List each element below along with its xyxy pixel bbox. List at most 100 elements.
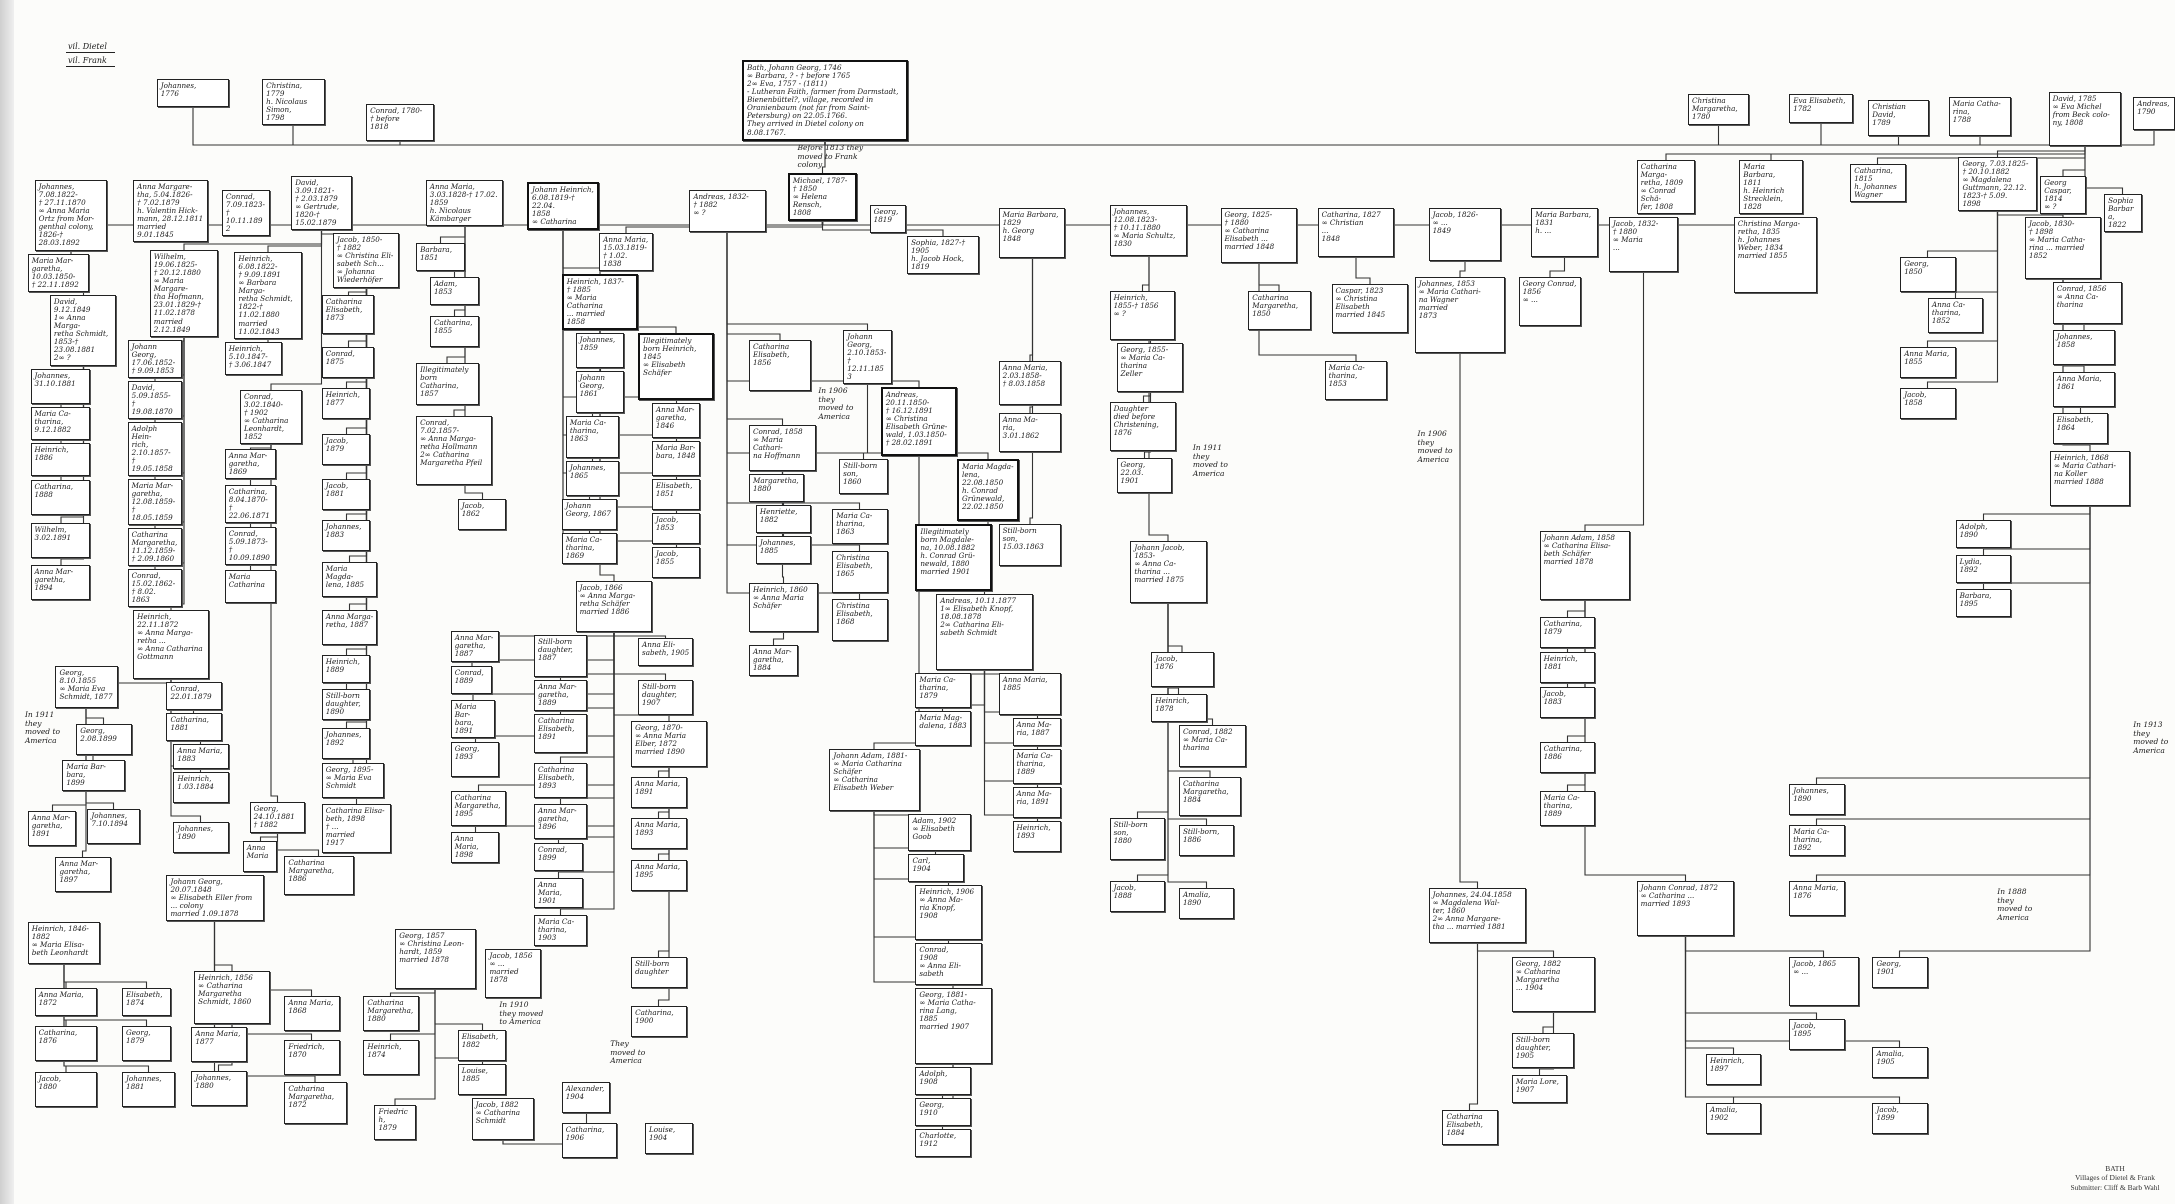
connector-line bbox=[434, 989, 484, 1030]
person-box: Maria Ca- tharina, 9.12.1882 bbox=[30, 407, 91, 441]
connector-line bbox=[345, 288, 368, 655]
person-box: Elisabeth, 1874 bbox=[122, 988, 171, 1016]
person-box: Catharina, 1888 bbox=[30, 480, 91, 515]
person-box: Johannes, 1880 bbox=[191, 1071, 247, 1106]
person-box: David, 1785 ∞ Eva Michel from Beck colo-… bbox=[2048, 92, 2121, 147]
person-box: Anna Maria, 1895 bbox=[631, 860, 687, 891]
person-box: Catharina Margaretha, 1872 bbox=[284, 1082, 347, 1124]
person-box: Johannes, 1858 bbox=[2052, 330, 2116, 365]
connector-line bbox=[559, 632, 615, 915]
person-box: Still-born son, 1860 bbox=[839, 459, 888, 494]
person-box: Conrad, 1882 ∞ Maria Ca- tharina bbox=[1178, 725, 1246, 767]
person-box: Jacob, 1881 bbox=[321, 479, 371, 510]
person-box: Jacob, 1855 bbox=[651, 547, 701, 578]
connector-line bbox=[821, 141, 826, 173]
person-box: Conrad, 1858 ∞ Maria Cathari- na Hoffman… bbox=[748, 425, 816, 471]
connector-line bbox=[347, 288, 368, 295]
person-box: Johann Georg, 1867 bbox=[561, 499, 618, 530]
person-box: Johann Georg, 20.07.1848 ∞ Elisabeth Ell… bbox=[166, 875, 264, 922]
connector-line bbox=[1584, 600, 1687, 881]
person-box: Conrad, 3.02.1840- † 1902 ∞ Catharina Le… bbox=[239, 390, 303, 445]
person-box: Heinrich, 1868 ∞ Maria Cathari- na Kolle… bbox=[2049, 451, 2131, 507]
person-box: Maria Catharina bbox=[224, 570, 276, 604]
person-box: Catharina Margaretha, 1886 bbox=[284, 856, 354, 895]
person-box: Catharina Elisa- beth, 1898 † ... marrie… bbox=[321, 804, 392, 853]
person-box: Georg, 1910 bbox=[915, 1098, 971, 1126]
person-box: Anna Mar- garetha, 1869 bbox=[224, 449, 276, 480]
person-box: Johann Georg, 1861 bbox=[575, 371, 625, 413]
person-box: Christian David, 1789 bbox=[1868, 100, 1930, 137]
person-box: Conrad, 1889 bbox=[450, 666, 493, 694]
connector-line bbox=[1815, 506, 2091, 784]
person-box: Elisabeth, 1864 bbox=[2052, 413, 2109, 444]
person-box: Johannes, 1853 ∞ Maria Cathari- na Wagne… bbox=[1414, 277, 1505, 354]
person-box: Georg, 8.10.1855 ∞ Maria Eva Schmidt, 18… bbox=[55, 666, 118, 708]
person-box: Heinrich, 1881 bbox=[1539, 652, 1596, 683]
person-box: Johannes, 31.10.1881 bbox=[30, 369, 91, 404]
person-box: Catharina, 8.04.1870- † 22.06.1871 bbox=[224, 485, 276, 524]
connector-line bbox=[824, 94, 1822, 146]
person-box: Jacob, 1866 ∞ Anna Marga- retha Schäfer … bbox=[575, 581, 652, 633]
person-box: Lydia, 1892 bbox=[1955, 555, 2012, 583]
person-box: Henriette, 1882 bbox=[755, 505, 812, 533]
person-box: Andreas, 20.11.1850- † 16.12.1891 ∞ Chri… bbox=[880, 387, 958, 457]
person-box: Georg, 22.03. 1901 bbox=[1116, 458, 1172, 493]
migration-note: In 1906 they moved to America bbox=[818, 386, 854, 421]
person-box: Adam, 1902 ∞ Elisabeth Goob bbox=[908, 814, 971, 852]
person-box: Georg, 1879 bbox=[122, 1026, 171, 1061]
person-box: Anna Maria, 15.03.1819-† 1.02. 1838 bbox=[599, 233, 654, 272]
connector-line bbox=[170, 679, 202, 822]
connector-line bbox=[1141, 256, 1150, 291]
person-box: Still-born daughter, 1905 bbox=[1511, 1033, 1575, 1068]
person-box: Georg, 7.03.1825- † 20.10.1882 ∞ Magdale… bbox=[1958, 157, 2038, 212]
person-box: Heinrich, 1893 bbox=[1012, 821, 1062, 852]
person-box: Heinrich, 1889 bbox=[321, 655, 371, 683]
connector-line bbox=[2084, 146, 2124, 194]
connector-line bbox=[1476, 943, 1555, 957]
person-box: Maria Ca- tharina, 1863 bbox=[832, 509, 888, 544]
person-box: Johann Adam, 1858 ∞ Catharina Elisa- bet… bbox=[1539, 531, 1630, 601]
person-box: Christina Margaretha, 1780 bbox=[1687, 94, 1749, 125]
person-box: Caspar, 1823 ∞ Christina Elisabeth marri… bbox=[1331, 284, 1408, 333]
person-box: Georg, 24.10.1881 † 1882 bbox=[249, 802, 306, 833]
person-box: Anna Maria, 1891 bbox=[631, 777, 687, 808]
person-box: Georg, 1855- ∞ Maria Ca- tharina Zeller bbox=[1116, 343, 1184, 392]
person-box: Catharina Elisabeth, 1884 bbox=[1442, 1110, 1498, 1145]
connector-line bbox=[1926, 211, 1999, 388]
progenitor-box: Bath, Johann Georg, 1746 ∞ Barbara, ? - … bbox=[742, 60, 909, 141]
person-box: Anna Maria, 1901 bbox=[533, 878, 583, 909]
person-box: Georg, 1881- ∞ Maria Catha- rina Lang, 1… bbox=[915, 988, 992, 1065]
person-box: Illegitimately born Heinrich, 1845 ∞ Eli… bbox=[638, 333, 715, 400]
person-box: David, 5.09.1855- † 19.08.1870 bbox=[127, 381, 182, 420]
connector-line bbox=[276, 833, 320, 856]
person-box: Jacob, 1830- † 1898 ∞ Maria Catha- rina … bbox=[2025, 217, 2102, 280]
person-box: Heinrich, 1906 ∞ Anna Ma- ria Knopf, 190… bbox=[915, 885, 982, 941]
person-box: Johannes, 1883 bbox=[321, 520, 371, 551]
migration-note: In 1911 they moved to America bbox=[1192, 443, 1228, 478]
migration-note: In 1910 they moved to America bbox=[499, 1000, 544, 1027]
person-box: Maria Lore, 1907 bbox=[1511, 1075, 1568, 1103]
connector-line bbox=[259, 833, 279, 841]
person-box: Anna Maria, 1861 bbox=[2052, 372, 2116, 407]
person-box: Johannes, 1881 bbox=[122, 1072, 175, 1107]
person-box: Jacob, 1895 bbox=[1789, 1019, 1845, 1050]
person-box: Still-born daughter, 1907 bbox=[638, 680, 694, 715]
person-box: Elisabeth, 1851 bbox=[651, 479, 701, 510]
scan-edge bbox=[0, 0, 14, 1204]
person-box: Michael, 1787- † 1850 ∞ Helena Rensch, 1… bbox=[787, 173, 858, 222]
person-box: Friedrich, 1879 bbox=[374, 1105, 417, 1140]
connector-line bbox=[613, 632, 670, 721]
person-box: Maria Ca- tharina, 1903 bbox=[533, 915, 587, 946]
connector-line bbox=[85, 708, 105, 724]
person-box: Maria Magda- lena, 22.08.1850 h. Conrad … bbox=[957, 459, 1020, 522]
connector-line bbox=[1549, 257, 1566, 277]
connector-line bbox=[1926, 211, 1999, 257]
person-box: Georg, 1895- ∞ Maria Eva Schmidt bbox=[321, 763, 385, 798]
person-box: Sophia, 1827-† 1905 h. Jacob Hock, 1819 bbox=[907, 236, 980, 275]
connector-line bbox=[1684, 936, 1825, 957]
migration-note: They moved to America bbox=[610, 1039, 646, 1066]
person-box: Catharina Margaretha, 1880 bbox=[363, 996, 419, 1031]
person-box: Maria Bar- bara, 1891 bbox=[450, 700, 496, 739]
person-box: Heinrich, 1878 bbox=[1151, 694, 1207, 722]
person-box: Johann Conrad, 1872 ∞ Catharina ... marr… bbox=[1636, 881, 1734, 937]
